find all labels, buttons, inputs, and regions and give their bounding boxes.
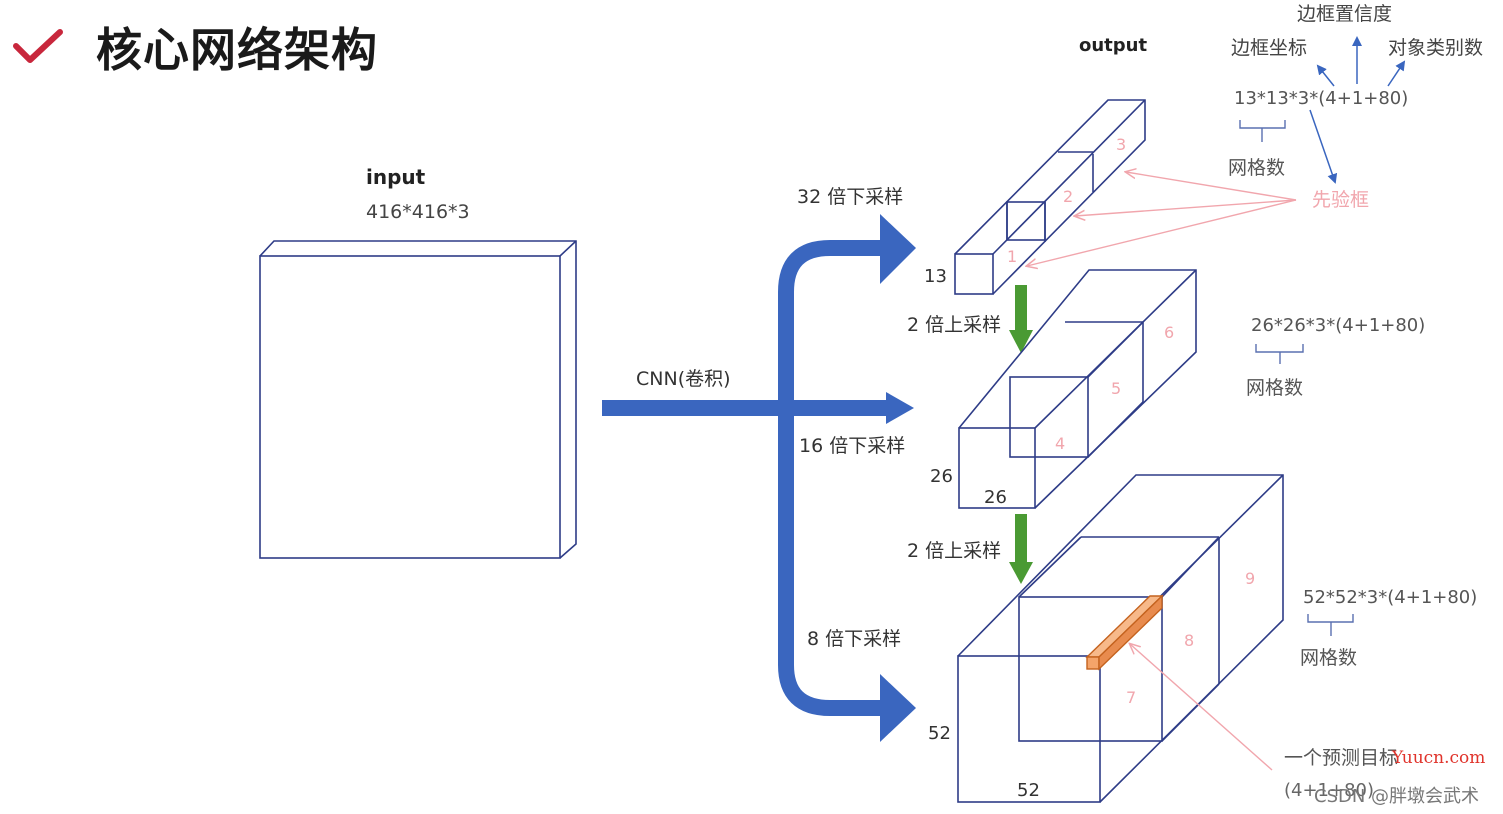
anchor-box-2: 2 <box>1063 187 1073 206</box>
grid-label-52: 网格数 <box>1300 647 1357 669</box>
output-13-tensor <box>954 99 1146 295</box>
anchor-label: 先验框 <box>1312 189 1369 211</box>
formula-52: 52*52*3*(4+1+80) <box>1303 587 1477 608</box>
box-confidence-label: 边框置信度 <box>1297 3 1392 25</box>
input-cube <box>259 240 577 559</box>
grid-label-13: 网格数 <box>1228 157 1285 179</box>
watermark-credit: CSDN @胖墩会武术 <box>1314 786 1480 807</box>
anchor-pointer-arrows <box>1027 172 1297 771</box>
object-class-label: 对象类别数 <box>1388 37 1483 59</box>
brace-13 <box>1239 120 1286 142</box>
box-coord-label: 边框坐标 <box>1231 37 1307 59</box>
cnn-label: CNN(卷积) <box>636 368 731 390</box>
output-52-side-h: 52 <box>1017 780 1040 801</box>
cnn-arrow <box>602 392 914 424</box>
upsample-arrow-2 <box>1009 514 1033 584</box>
formula-26: 26*26*3*(4+1+80) <box>1251 315 1425 336</box>
prediction-target-formula: (4+1+80) <box>1284 780 1374 801</box>
anchor-box-9: 9 <box>1245 569 1255 588</box>
formula-13: 13*13*3*(4+1+80) <box>1234 88 1408 109</box>
anchor-box-7: 7 <box>1126 688 1136 707</box>
annotation-arrows <box>1309 36 1406 184</box>
output-26-tensor <box>958 269 1197 509</box>
brace-52 <box>1307 614 1354 636</box>
anchor-box-5: 5 <box>1111 379 1121 398</box>
page-title: 核心网络架构 <box>96 23 378 77</box>
branch-arrows <box>778 214 916 742</box>
prediction-target-label: 一个预测目标 <box>1284 747 1398 769</box>
downsample-16-label: 16 倍下采样 <box>799 435 905 457</box>
checkmark-icon <box>13 29 63 63</box>
output-label: output <box>1079 35 1147 56</box>
output-26-side-h: 26 <box>984 487 1007 508</box>
anchor-box-4: 4 <box>1055 434 1065 453</box>
output-52-side-v: 52 <box>928 723 951 744</box>
brace-26 <box>1255 344 1304 364</box>
output-52-tensor <box>957 474 1284 803</box>
anchor-box-6: 6 <box>1164 323 1174 342</box>
prediction-target-bar <box>1085 594 1164 671</box>
anchor-box-3: 3 <box>1116 135 1126 154</box>
anchor-box-1: 1 <box>1007 247 1017 266</box>
upsample-label-1: 2 倍上采样 <box>907 314 1001 336</box>
output-13-side: 13 <box>924 266 947 287</box>
upsample-arrow-1 <box>1009 285 1033 353</box>
anchor-box-8: 8 <box>1184 631 1194 650</box>
upsample-label-2: 2 倍上采样 <box>907 540 1001 562</box>
downsample-8-label: 8 倍下采样 <box>807 628 901 650</box>
grid-label-26: 网格数 <box>1246 377 1303 399</box>
input-dims: 416*416*3 <box>366 201 470 223</box>
watermark-site: Yuucn.com <box>1392 748 1486 768</box>
output-26-side-v: 26 <box>930 466 953 487</box>
input-label: input <box>366 165 426 189</box>
downsample-32-label: 32 倍下采样 <box>797 186 903 208</box>
